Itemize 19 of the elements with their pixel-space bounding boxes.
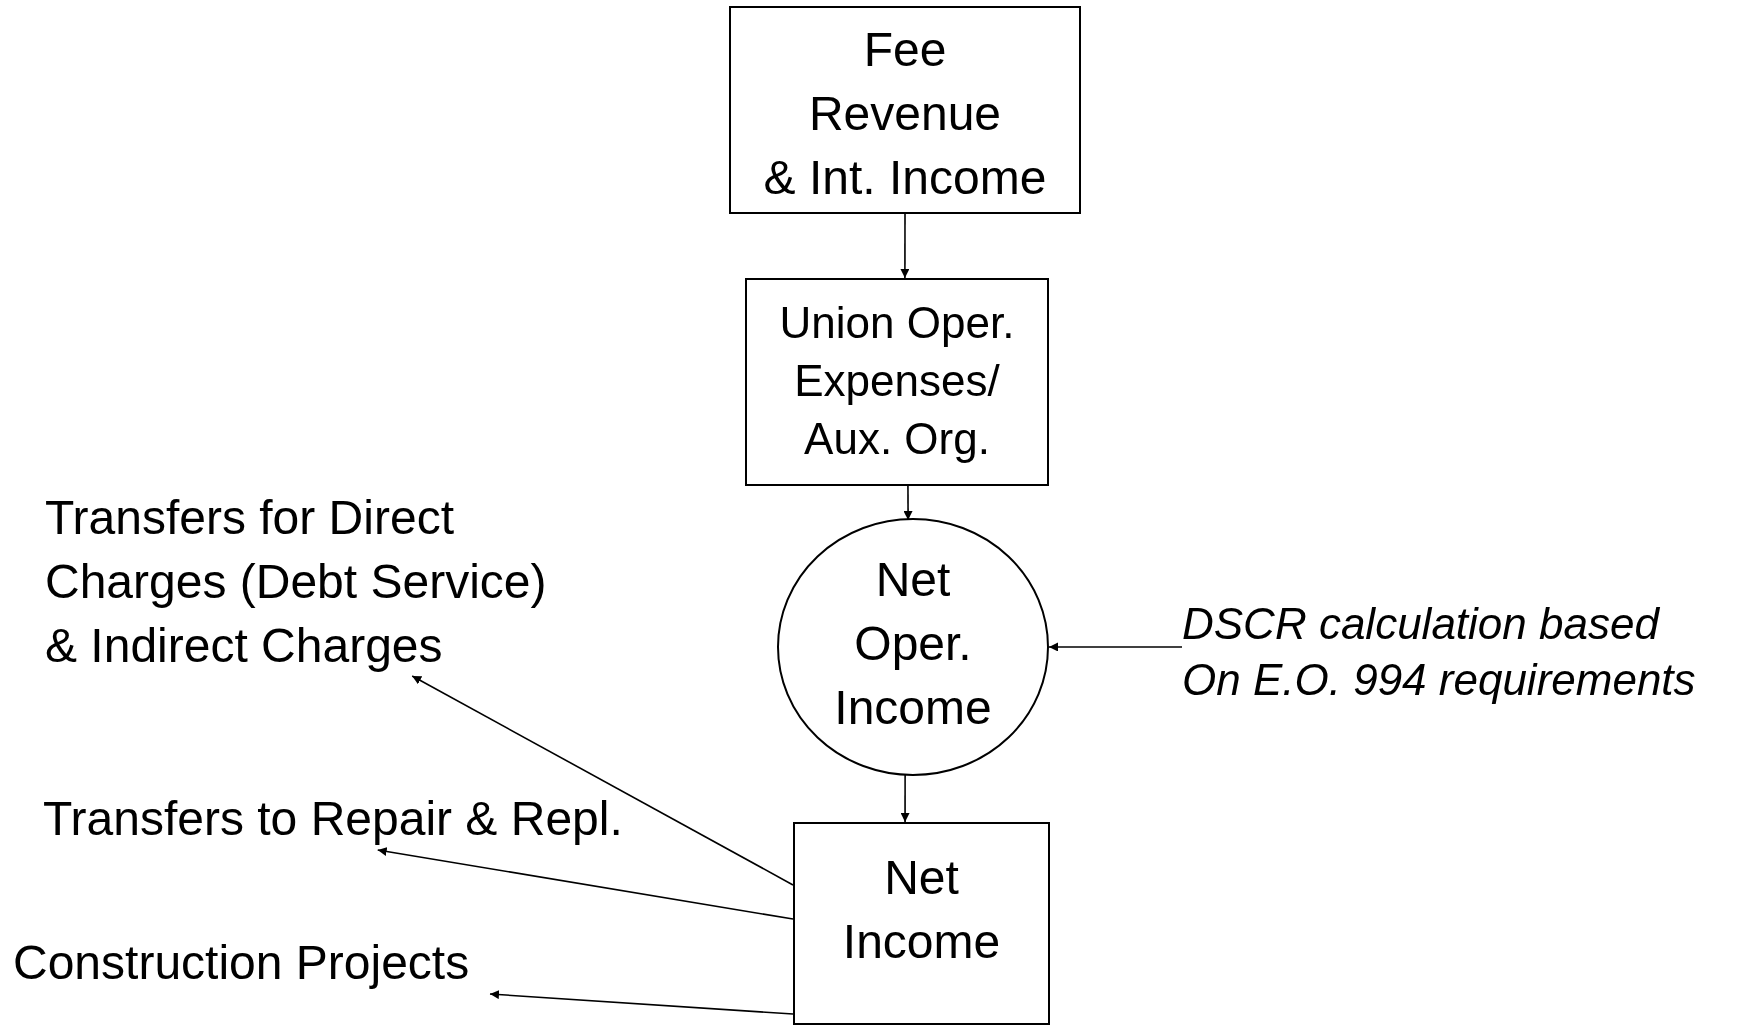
- arrow: [900, 213, 910, 279]
- arrow: [489, 990, 794, 1015]
- label-text: DSCR calculation based On E.O. 994 requirements: [1182, 598, 1696, 706]
- node-label: Fee Revenue & Int. Income: [762, 22, 1048, 206]
- label-text: Transfers for Direct Charges (Debt Service) & Indirect Charges: [45, 490, 547, 674]
- arrow: [376, 847, 794, 920]
- arrow: [1048, 642, 1183, 652]
- node-label: Net Oper. Income: [833, 552, 993, 736]
- label-text: Transfers to Repair & Repl.: [43, 791, 623, 847]
- result-box: [793, 822, 1050, 1025]
- result-circle: [777, 518, 1049, 776]
- label-text: Construction Projects: [13, 935, 470, 991]
- node-label: Union Oper. Expenses/ Aux. Org.: [778, 297, 1016, 465]
- process-box: [745, 278, 1049, 486]
- arrow: [900, 774, 910, 823]
- arrow: [411, 675, 794, 886]
- process-box: [729, 6, 1081, 214]
- arrow: [903, 485, 913, 521]
- node-label: Net Income: [841, 850, 1002, 970]
